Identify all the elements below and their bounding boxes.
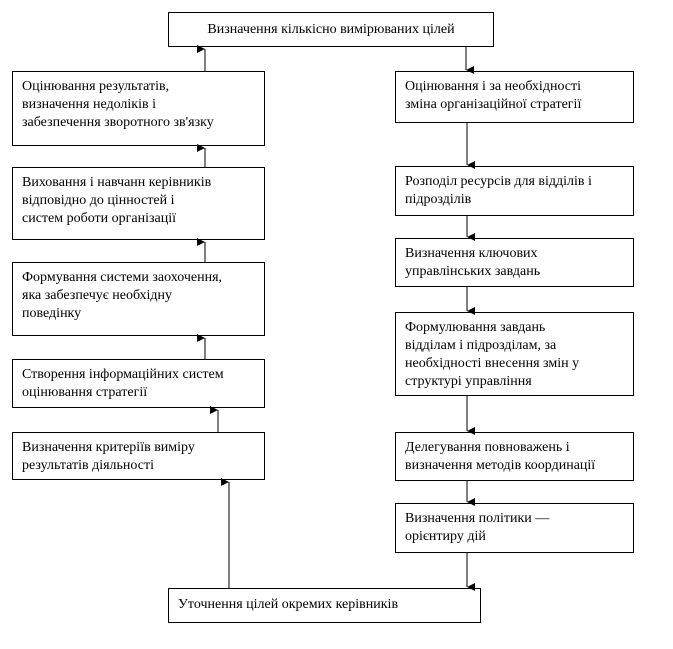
left-box-criteria: Визначення критеріїв виміру результатів … bbox=[12, 432, 265, 480]
right-box-resources: Розподіл ресурсів для відділів і підрозд… bbox=[395, 166, 634, 216]
right-box-strategy: Оцінювання і за необхідності зміна орган… bbox=[395, 71, 634, 123]
left-box-info-systems: Створення інформаційних систем оцінюванн… bbox=[12, 359, 265, 408]
right-box-key-tasks: Визначення ключових управлінських завдан… bbox=[395, 238, 634, 287]
top-goal-box: Визначення кількісно вимірюваних цілей bbox=[168, 12, 494, 47]
left-box-evaluation: Оцінювання результатів, визначення недол… bbox=[12, 71, 265, 146]
right-box-task-formulation: Формулювання завдань відділам і підрозді… bbox=[395, 312, 634, 396]
right-box-delegation: Делегування повноважень і визначення мет… bbox=[395, 432, 634, 481]
left-box-training: Виховання і навчанн керівників відповідн… bbox=[12, 167, 265, 240]
bottom-goal-box: Уточнення цілей окремих керівників bbox=[168, 588, 481, 623]
right-box-policy: Визначення політики — орієнтиру дій bbox=[395, 503, 634, 553]
left-box-incentives: Формування системи заохочення, яка забез… bbox=[12, 262, 265, 336]
